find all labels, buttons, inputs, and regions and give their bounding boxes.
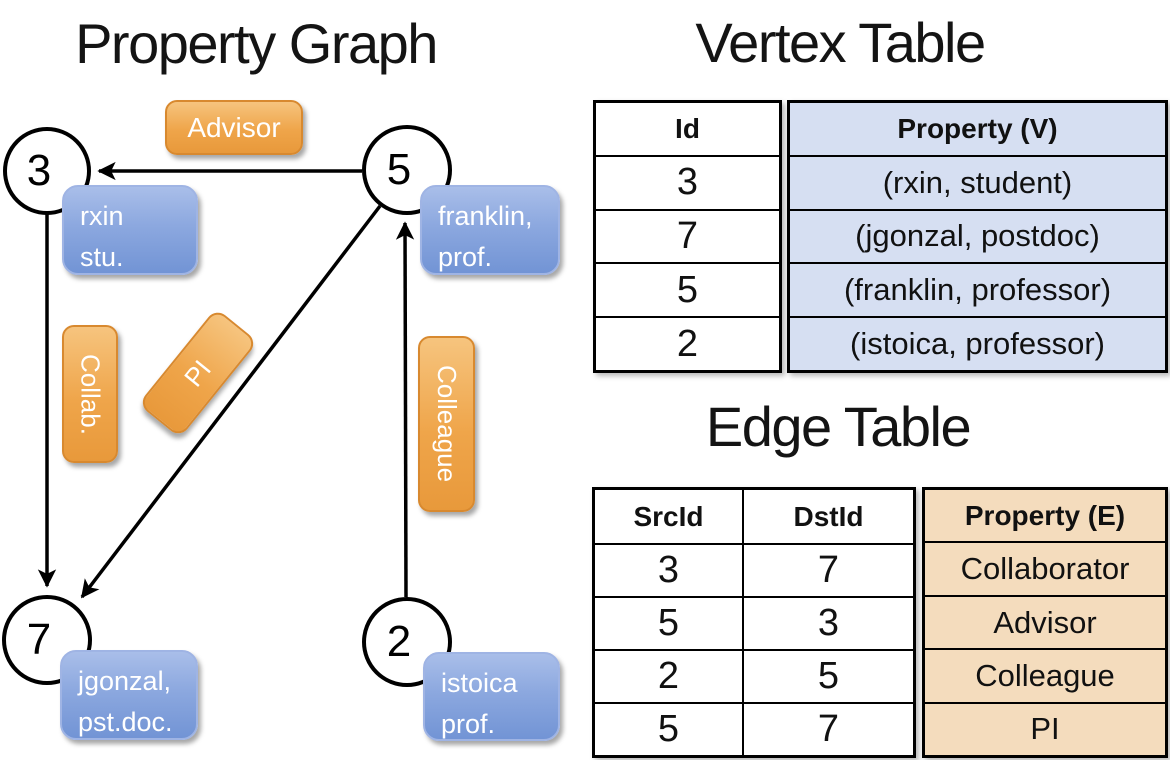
node-id-label: 2 bbox=[386, 617, 412, 666]
edge-2-to-5-colleague-arrow bbox=[395, 221, 415, 598]
edge-table-property-cell: Collaborator bbox=[925, 541, 1165, 595]
edge-table-header-property: Property (E) bbox=[925, 490, 1165, 542]
edge-table-dst-cell: 7 bbox=[742, 702, 913, 755]
edge-table-header-srcid: SrcId bbox=[633, 500, 704, 532]
edge-table-src-cell: 2 bbox=[595, 649, 742, 702]
edge-table-dst-cell: 5 bbox=[742, 649, 913, 702]
property-line: pst.doc. bbox=[78, 706, 173, 737]
vertex-table-id-column: Id 3 7 5 2 bbox=[593, 100, 782, 373]
edge-table-id-columns: SrcId DstId 3 7 5 3 2 5 5 7 bbox=[592, 487, 916, 758]
edge-table-property-cell: Colleague bbox=[925, 648, 1165, 702]
vertex-table-property-cell: (jgonzal, postdoc) bbox=[790, 208, 1165, 263]
edge-table-dst-cell: 7 bbox=[742, 543, 913, 596]
graph-node-5: 5 bbox=[362, 125, 452, 215]
vertex-table-property-column: Property (V) (rxin, student) (jgonzal, p… bbox=[787, 100, 1168, 373]
vertex-table-property-cell: (franklin, professor) bbox=[790, 262, 1165, 317]
edge-table-property-cell: PI bbox=[925, 701, 1165, 756]
vertex-table-title: Vertex Table bbox=[695, 11, 986, 74]
node-id-label: 3 bbox=[26, 146, 52, 195]
edge-label-collab: Collab. bbox=[62, 325, 118, 463]
edge-table-src-cell: 5 bbox=[595, 702, 742, 755]
node-id-label: 7 bbox=[26, 615, 52, 664]
edge-label-text: Colleague bbox=[432, 365, 462, 483]
vertex-property-box-jgonzal: jgonzal, pst.doc. bbox=[60, 650, 198, 740]
edge-label-text: Collab. bbox=[75, 353, 106, 435]
vertex-table-id-cell: 3 bbox=[596, 154, 779, 209]
edge-table-property-cell: Advisor bbox=[925, 594, 1165, 649]
vertex-table-id-cell: 5 bbox=[596, 262, 779, 316]
property-line: istoica bbox=[441, 668, 518, 698]
edge-table-src-cell: 3 bbox=[595, 543, 742, 596]
vertex-property-box-istoica: istoica prof. bbox=[423, 652, 560, 741]
edge-table-title: Edge Table bbox=[705, 395, 972, 458]
edge-label-text: Advisor bbox=[187, 111, 281, 143]
edge-table-header-dstid: DstId bbox=[742, 490, 913, 543]
vertex-table-id-cell: 7 bbox=[596, 208, 779, 263]
vertex-table-header-id: Id bbox=[675, 112, 700, 144]
vertex-property-box-franklin: franklin, prof. bbox=[420, 185, 560, 275]
node-id-label: 5 bbox=[386, 145, 412, 194]
edge-table-dst-cell: 3 bbox=[742, 596, 913, 649]
property-line: prof. bbox=[438, 241, 493, 272]
property-graph-title: Property Graph bbox=[75, 12, 438, 75]
edge-table-property-column: Property (E) Collaborator Advisor Collea… bbox=[922, 487, 1168, 758]
graph-node-3: 3 bbox=[3, 127, 91, 215]
property-line: jgonzal, bbox=[78, 666, 172, 696]
vertex-table: Id 3 7 5 2 Property (V) (rxin, student) … bbox=[593, 100, 1168, 373]
property-line: prof. bbox=[441, 708, 496, 739]
vertex-table-property-cell: (istoica, professor) bbox=[790, 316, 1165, 370]
vertex-table-id-cell: 2 bbox=[596, 316, 779, 370]
edge-label-colleague: Colleague bbox=[418, 336, 475, 512]
edge-label-pi: PI bbox=[137, 307, 259, 439]
vertex-table-header-property: Property (V) bbox=[790, 103, 1165, 155]
vertex-property-box-rxin: rxin stu. bbox=[62, 185, 198, 275]
edge-label-advisor: Advisor bbox=[165, 100, 303, 155]
edge-label-text: PI bbox=[178, 353, 217, 392]
edge-table: SrcId DstId 3 7 5 3 2 5 5 7 Property (E)… bbox=[592, 487, 1168, 758]
property-line: rxin bbox=[80, 201, 124, 231]
vertex-table-property-cell: (rxin, student) bbox=[790, 154, 1165, 209]
property-line: stu. bbox=[80, 241, 124, 272]
property-line: franklin, bbox=[438, 201, 533, 231]
edge-table-src-cell: 5 bbox=[595, 596, 742, 649]
